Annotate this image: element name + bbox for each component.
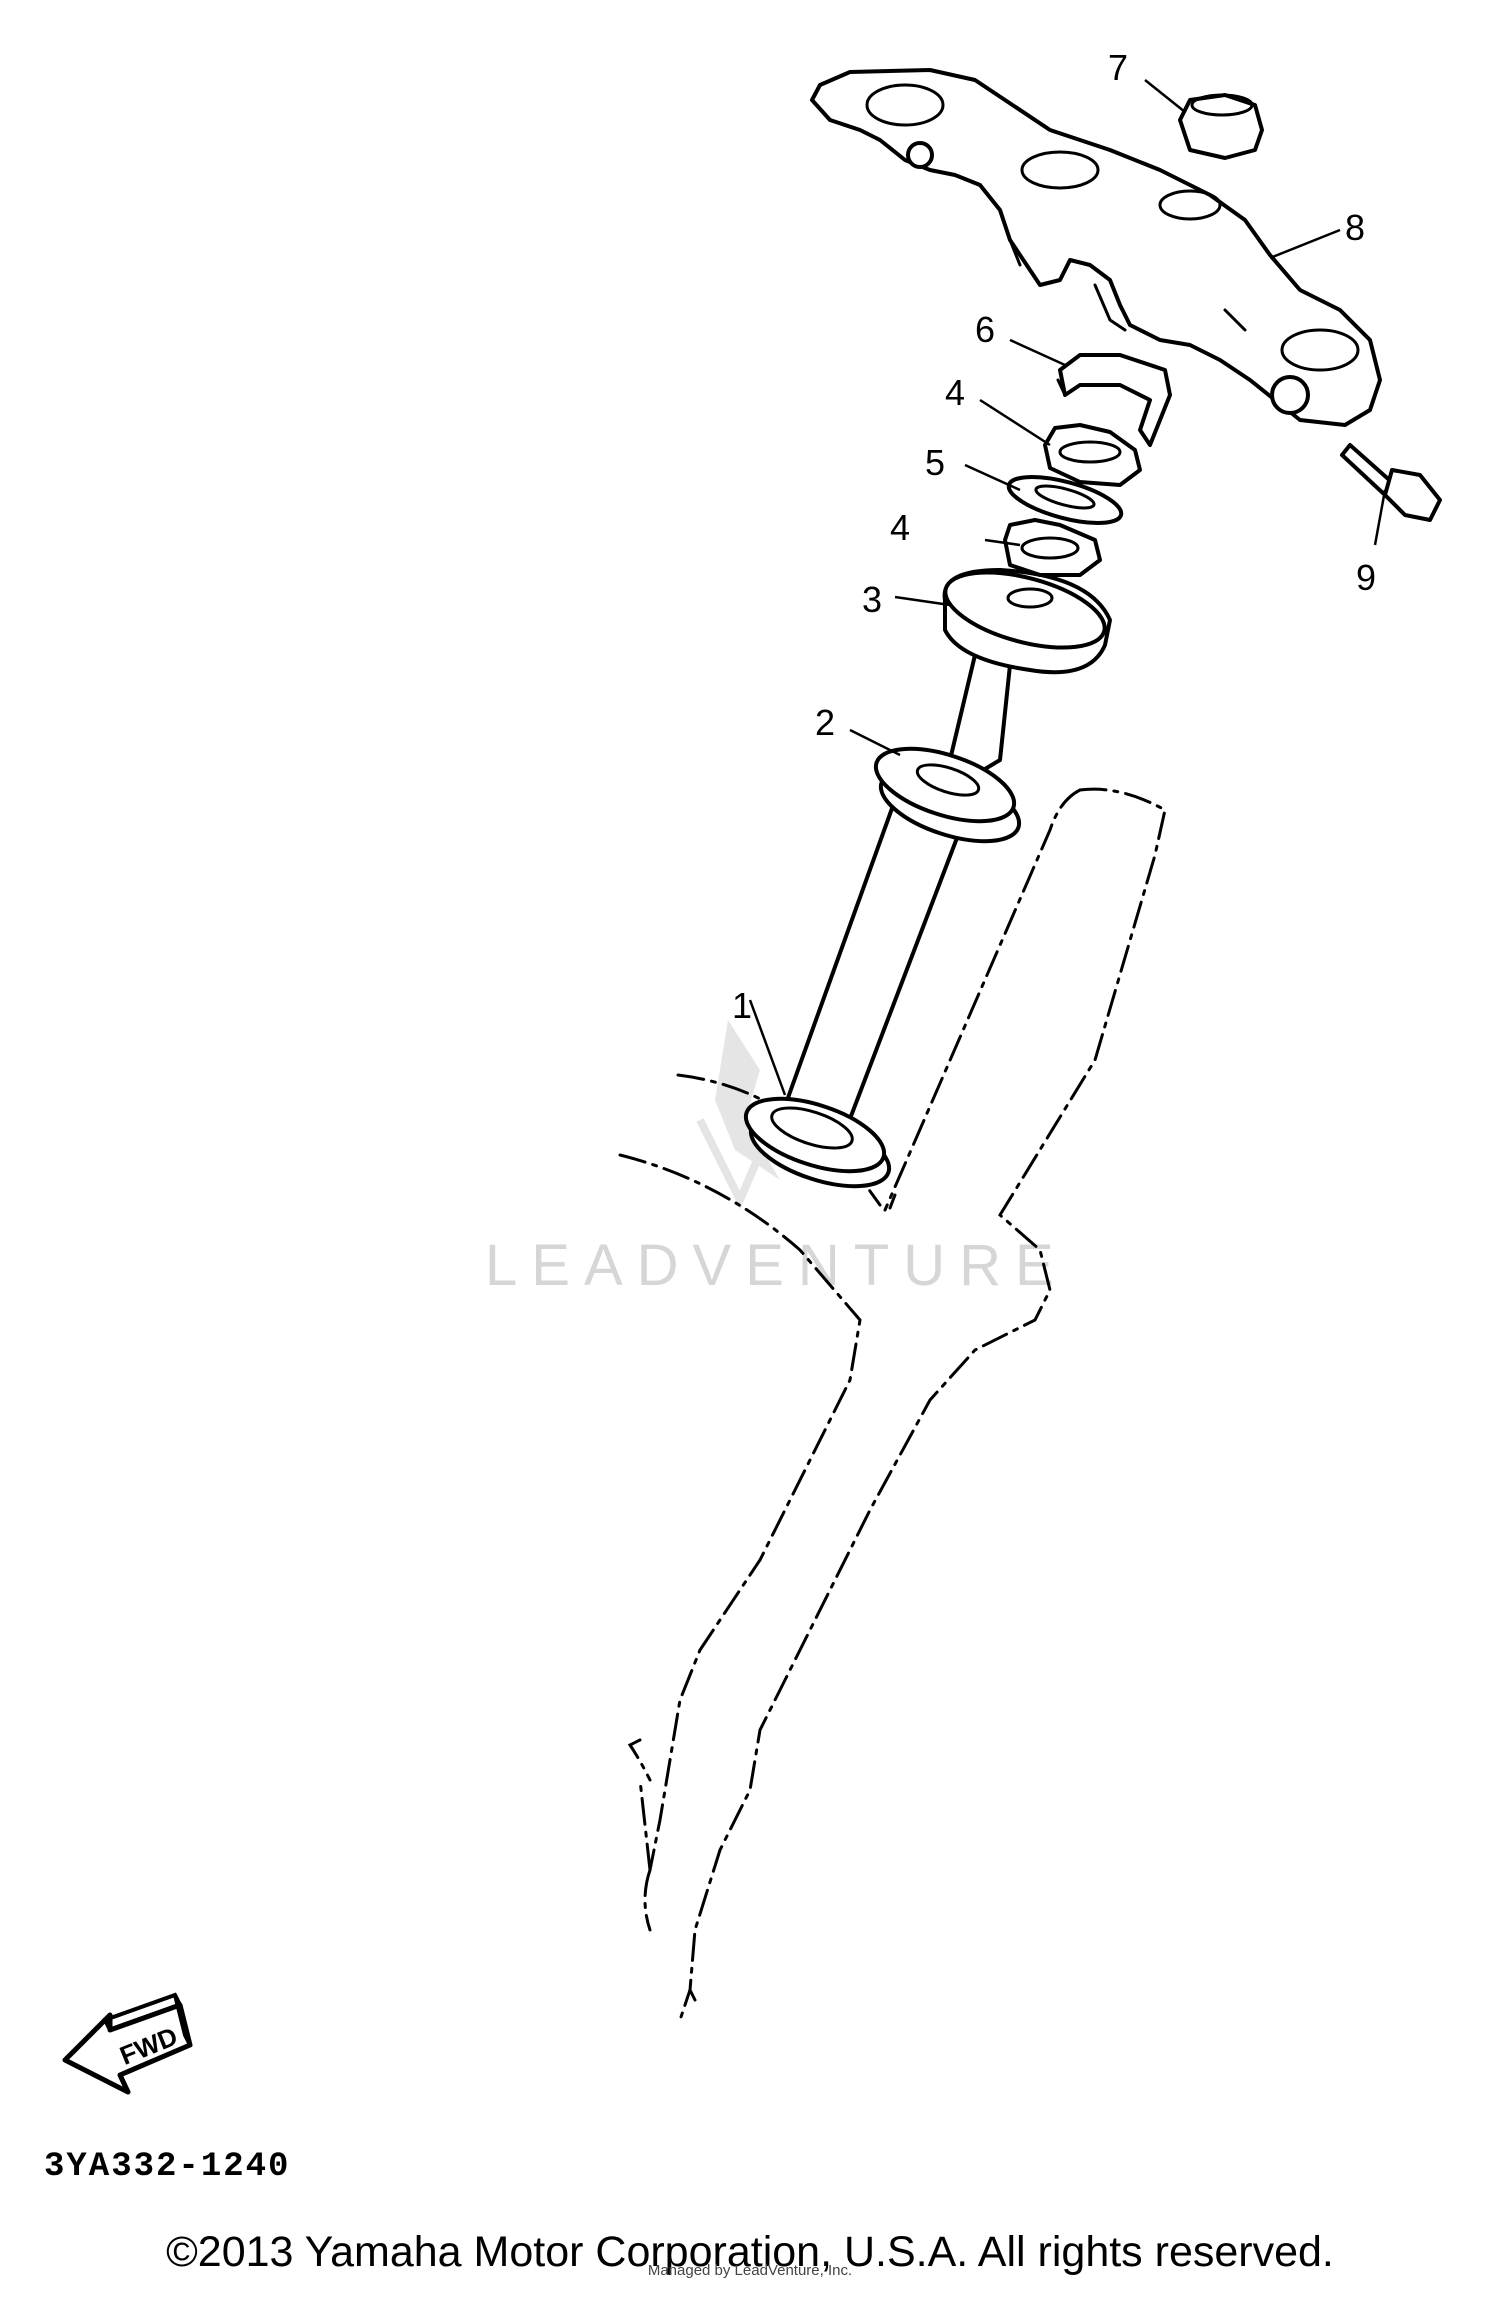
watermark: LEADVENTURE [485,1020,1068,1298]
part-6-lock-washer [1056,353,1172,447]
callout-4-upper: 4 [945,372,965,413]
leader-lines [748,79,1387,1096]
callout-2: 2 [815,702,835,743]
watermark-logo-icon [696,1020,780,1210]
part-1-lower-bearing [743,1096,892,1189]
callout-9: 9 [1356,557,1376,598]
forward-direction-arrow-icon: FWD [62,1992,193,2095]
copyright-notice: ©2013 Yamaha Motor Corporation, U.S.A. A… [166,2228,1334,2276]
watermark-text: LEADVENTURE [485,1233,1068,1298]
part-4-ring-nut-upper [1043,423,1142,487]
callout-labels: 1 2 3 4 4 5 6 7 8 9 [732,47,1376,1026]
callout-1: 1 [732,985,752,1026]
part-2-upper-bearing [873,746,1022,844]
copyright-sub-notice: Managed by LeadVenture, Inc. [647,2262,853,2279]
callout-7: 7 [1108,47,1128,88]
callout-5: 5 [925,442,945,483]
part-4-ring-nut-lower [1003,518,1102,577]
callout-8: 8 [1345,207,1365,248]
part-7-stem-nut [1178,93,1264,160]
part-8-upper-bracket [810,68,1382,427]
part-3-seal [942,568,1112,675]
callout-3: 3 [862,579,882,620]
callout-6: 6 [975,309,995,350]
callout-4-lower: 4 [890,507,910,548]
part-9-pinch-bolt [1340,443,1442,522]
diagram-code: 3YA332-1240 [44,2148,291,2186]
